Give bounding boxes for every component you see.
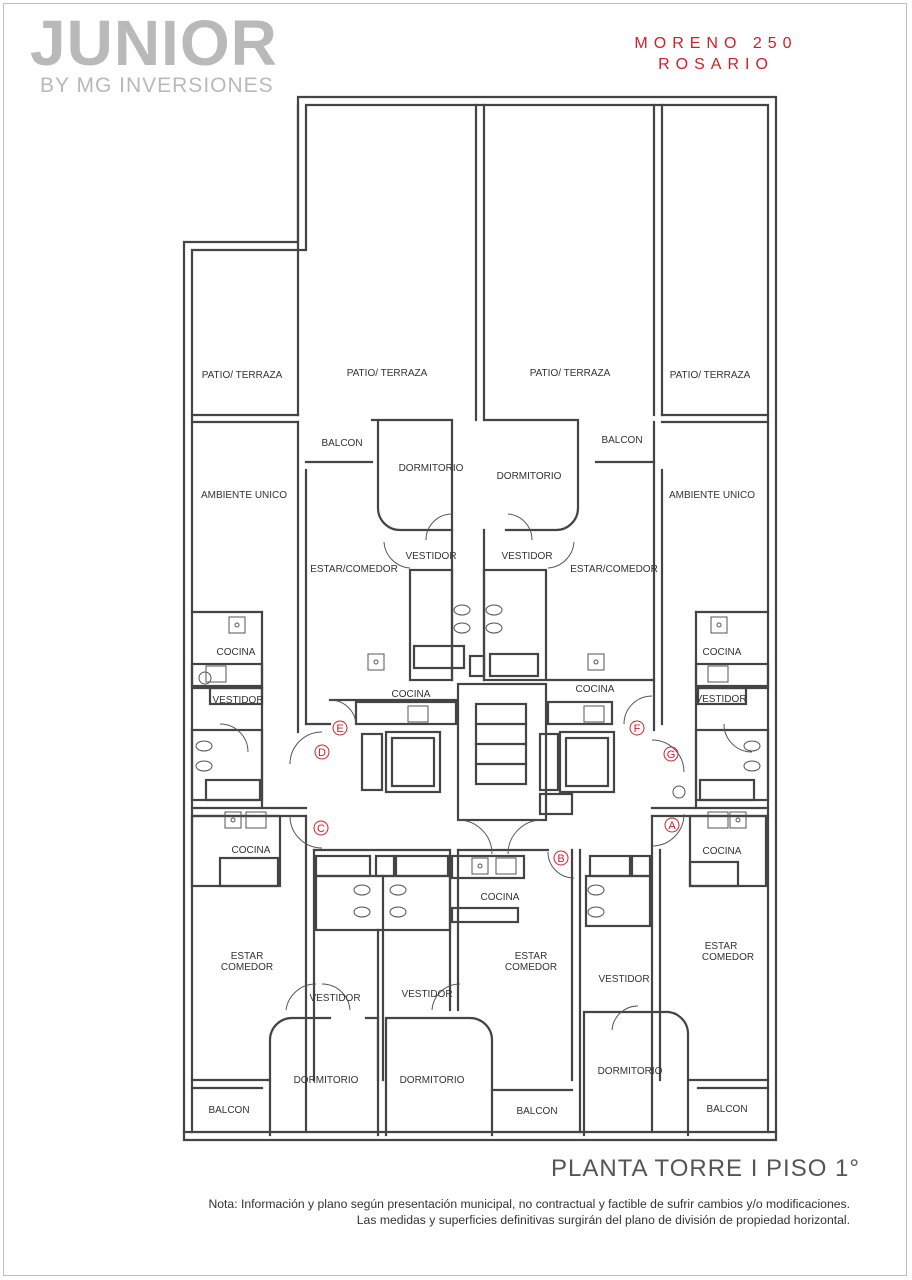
unit-mark-e-circle [332, 720, 348, 736]
disclaimer-line-1: Nota: Información y plano según presenta… [208, 1197, 850, 1211]
room-label-vestidor: VESTIDOR [405, 551, 456, 562]
plan-title: PLANTA TORRE I PISO 1° [550, 1155, 860, 1182]
brand-logo: JUNIOR BY MG INVERSIONES [30, 10, 278, 96]
disclaimer-note: Nota: Información y plano según presenta… [60, 1196, 850, 1228]
room-label-cocina: COCINA [481, 892, 520, 903]
room-label-balcon: BALCON [601, 435, 642, 446]
room-label-ambiente-unico: AMBIENTE UNICO [669, 490, 755, 501]
room-label-patio-terraza: PATIO/ TERRAZA [530, 368, 611, 379]
unit-mark-a: A [668, 820, 676, 832]
unit-mark-b-circle [553, 850, 569, 866]
unit-mark-a-circle [664, 817, 680, 833]
unit-mark-g: G [667, 749, 676, 761]
room-label-dormitorio: DORMITORIO [497, 471, 562, 482]
address: MORENO 250 ROSARIO [600, 33, 832, 75]
plan-doors [219, 513, 753, 1031]
unit-mark-c-circle [313, 820, 329, 836]
room-label-cocina: COCINA [392, 689, 431, 700]
unit-marks [313, 720, 680, 866]
plan-walls [182, 95, 778, 1142]
room-label-vestidor: VESTIDOR [309, 993, 360, 1004]
room-label-vestidor: VESTIDOR [598, 974, 649, 985]
brand-name: JUNIOR [30, 7, 278, 79]
room-label-balcon: BALCON [321, 438, 362, 449]
room-label-vestidor: VESTIDOR [212, 695, 263, 706]
unit-mark-d: D [318, 747, 326, 759]
room-label-dormitorio: DORMITORIO [400, 1075, 465, 1086]
room-label-cocina: COCINA [703, 846, 742, 857]
room-label-vestidor: VESTIDOR [695, 694, 746, 705]
unit-mark-g-circle [663, 746, 679, 762]
room-label-comedor: COMEDOR [505, 962, 557, 973]
room-label-estar: ESTAR [231, 951, 264, 962]
page-border [3, 3, 907, 1276]
unit-mark-labels: A B C D E F G [317, 723, 676, 865]
room-label-patio-terraza: PATIO/ TERRAZA [670, 370, 751, 381]
room-label-cocina: COCINA [576, 684, 615, 695]
room-label-comedor: COMEDOR [221, 962, 273, 973]
room-label-estar: ESTAR [705, 941, 738, 952]
room-label-cocina: COCINA [217, 647, 256, 658]
disclaimer-line-2: Las medidas y superficies definitivas su… [356, 1213, 850, 1227]
unit-mark-d-circle [314, 744, 330, 760]
room-label-patio-terraza: PATIO/ TERRAZA [202, 370, 283, 381]
room-label-dormitorio: DORMITORIO [294, 1075, 359, 1086]
address-city: ROSARIO [658, 56, 774, 73]
address-street: MORENO 250 [634, 35, 798, 52]
room-label-dormitorio: DORMITORIO [399, 463, 464, 474]
room-label-ambiente-unico: AMBIENTE UNICO [201, 490, 287, 501]
room-label-vestidor: VESTIDOR [501, 551, 552, 562]
unit-mark-e: E [336, 723, 343, 735]
room-labels: PATIO/ TERRAZA PATIO/ TERRAZA PATIO/ TER… [201, 368, 755, 1117]
unit-mark-f: F [634, 723, 641, 735]
room-label-vestidor: VESTIDOR [401, 989, 452, 1000]
unit-mark-c: C [317, 823, 325, 835]
room-label-balcon: BALCON [516, 1106, 557, 1117]
unit-mark-b: B [557, 853, 564, 865]
brand-tagline: BY MG INVERSIONES [40, 74, 274, 97]
plan-fixtures [195, 604, 761, 918]
unit-mark-f-circle [629, 720, 645, 736]
room-label-estar-comedor: ESTAR/COMEDOR [310, 564, 398, 575]
room-label-balcon: BALCON [706, 1104, 747, 1115]
room-label-estar: ESTAR [515, 951, 548, 962]
room-label-estar-comedor: ESTAR/COMEDOR [570, 564, 658, 575]
room-label-balcon: BALCON [208, 1105, 249, 1116]
room-label-comedor: COMEDOR [702, 952, 754, 963]
room-label-cocina: COCINA [232, 845, 271, 856]
room-label-dormitorio: DORMITORIO [598, 1066, 663, 1077]
room-label-patio-terraza: PATIO/ TERRAZA [347, 368, 428, 379]
room-label-cocina: COCINA [703, 647, 742, 658]
